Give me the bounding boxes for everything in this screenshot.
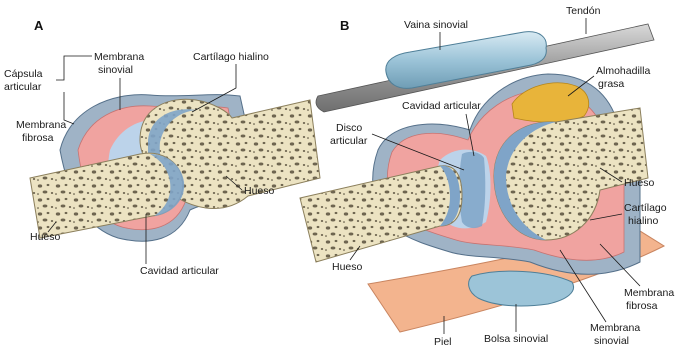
b-label-membrana-sinovial-1: Membrana [590, 322, 640, 334]
b-label-membrana-sinovial-2: sinovial [594, 335, 629, 347]
b-label-hueso-left: Hueso [332, 261, 363, 273]
a-label-hueso-left: Hueso [30, 231, 61, 243]
a-label-membrana-sinovial-2: sinovial [98, 64, 133, 76]
a-label-cartilago-hialino: Cartílago hialino [193, 51, 269, 63]
b-label-bolsa-sinovial: Bolsa sinovial [484, 333, 548, 345]
a-leader-capsula [56, 56, 92, 80]
b-label-tendon: Tendón [566, 5, 601, 17]
b-label-vaina-sinovial: Vaina sinovial [404, 19, 468, 31]
panel-a-letter: A [34, 18, 44, 33]
b-label-piel: Piel [434, 336, 452, 348]
b-label-disco-articular-2: articular [330, 135, 368, 147]
panel-b: B Vaina sinovial Tendón Almohadilla gras [300, 5, 674, 348]
b-disco-articular-shape [459, 152, 485, 228]
b-label-cartilago-hialino-2: hialino [628, 215, 659, 227]
a-label-cavidad-articular: Cavidad articular [140, 265, 219, 277]
b-label-almohadilla-grasa-1: Almohadilla [596, 65, 650, 77]
a-label-membrana-sinovial-1: Membrana [94, 51, 144, 63]
b-label-membrana-fibrosa-2: fibrosa [626, 300, 658, 312]
b-label-cartilago-hialino-1: Cartílago [624, 202, 667, 214]
b-label-membrana-fibrosa-1: Membrana [624, 287, 674, 299]
a-label-membrana-fibrosa-2: fibrosa [22, 132, 54, 144]
b-bolsa-sinovial-shape [469, 271, 574, 306]
b-label-hueso-right: Hueso [624, 177, 655, 189]
panel-b-letter: B [340, 18, 349, 33]
a-label-capsula-articular-1: Cápsula [4, 68, 43, 80]
b-label-cavidad-articular: Cavidad articular [402, 100, 481, 112]
panel-a: A Cápsula articular Membrana sinovial Me… [4, 18, 320, 277]
b-label-almohadilla-grasa-2: grasa [598, 78, 624, 90]
a-label-membrana-fibrosa-1: Membrana [16, 119, 66, 131]
b-label-disco-articular-1: Disco [336, 122, 362, 134]
a-label-hueso-right: Hueso [244, 185, 275, 197]
a-label-capsula-articular-2: articular [4, 81, 42, 93]
